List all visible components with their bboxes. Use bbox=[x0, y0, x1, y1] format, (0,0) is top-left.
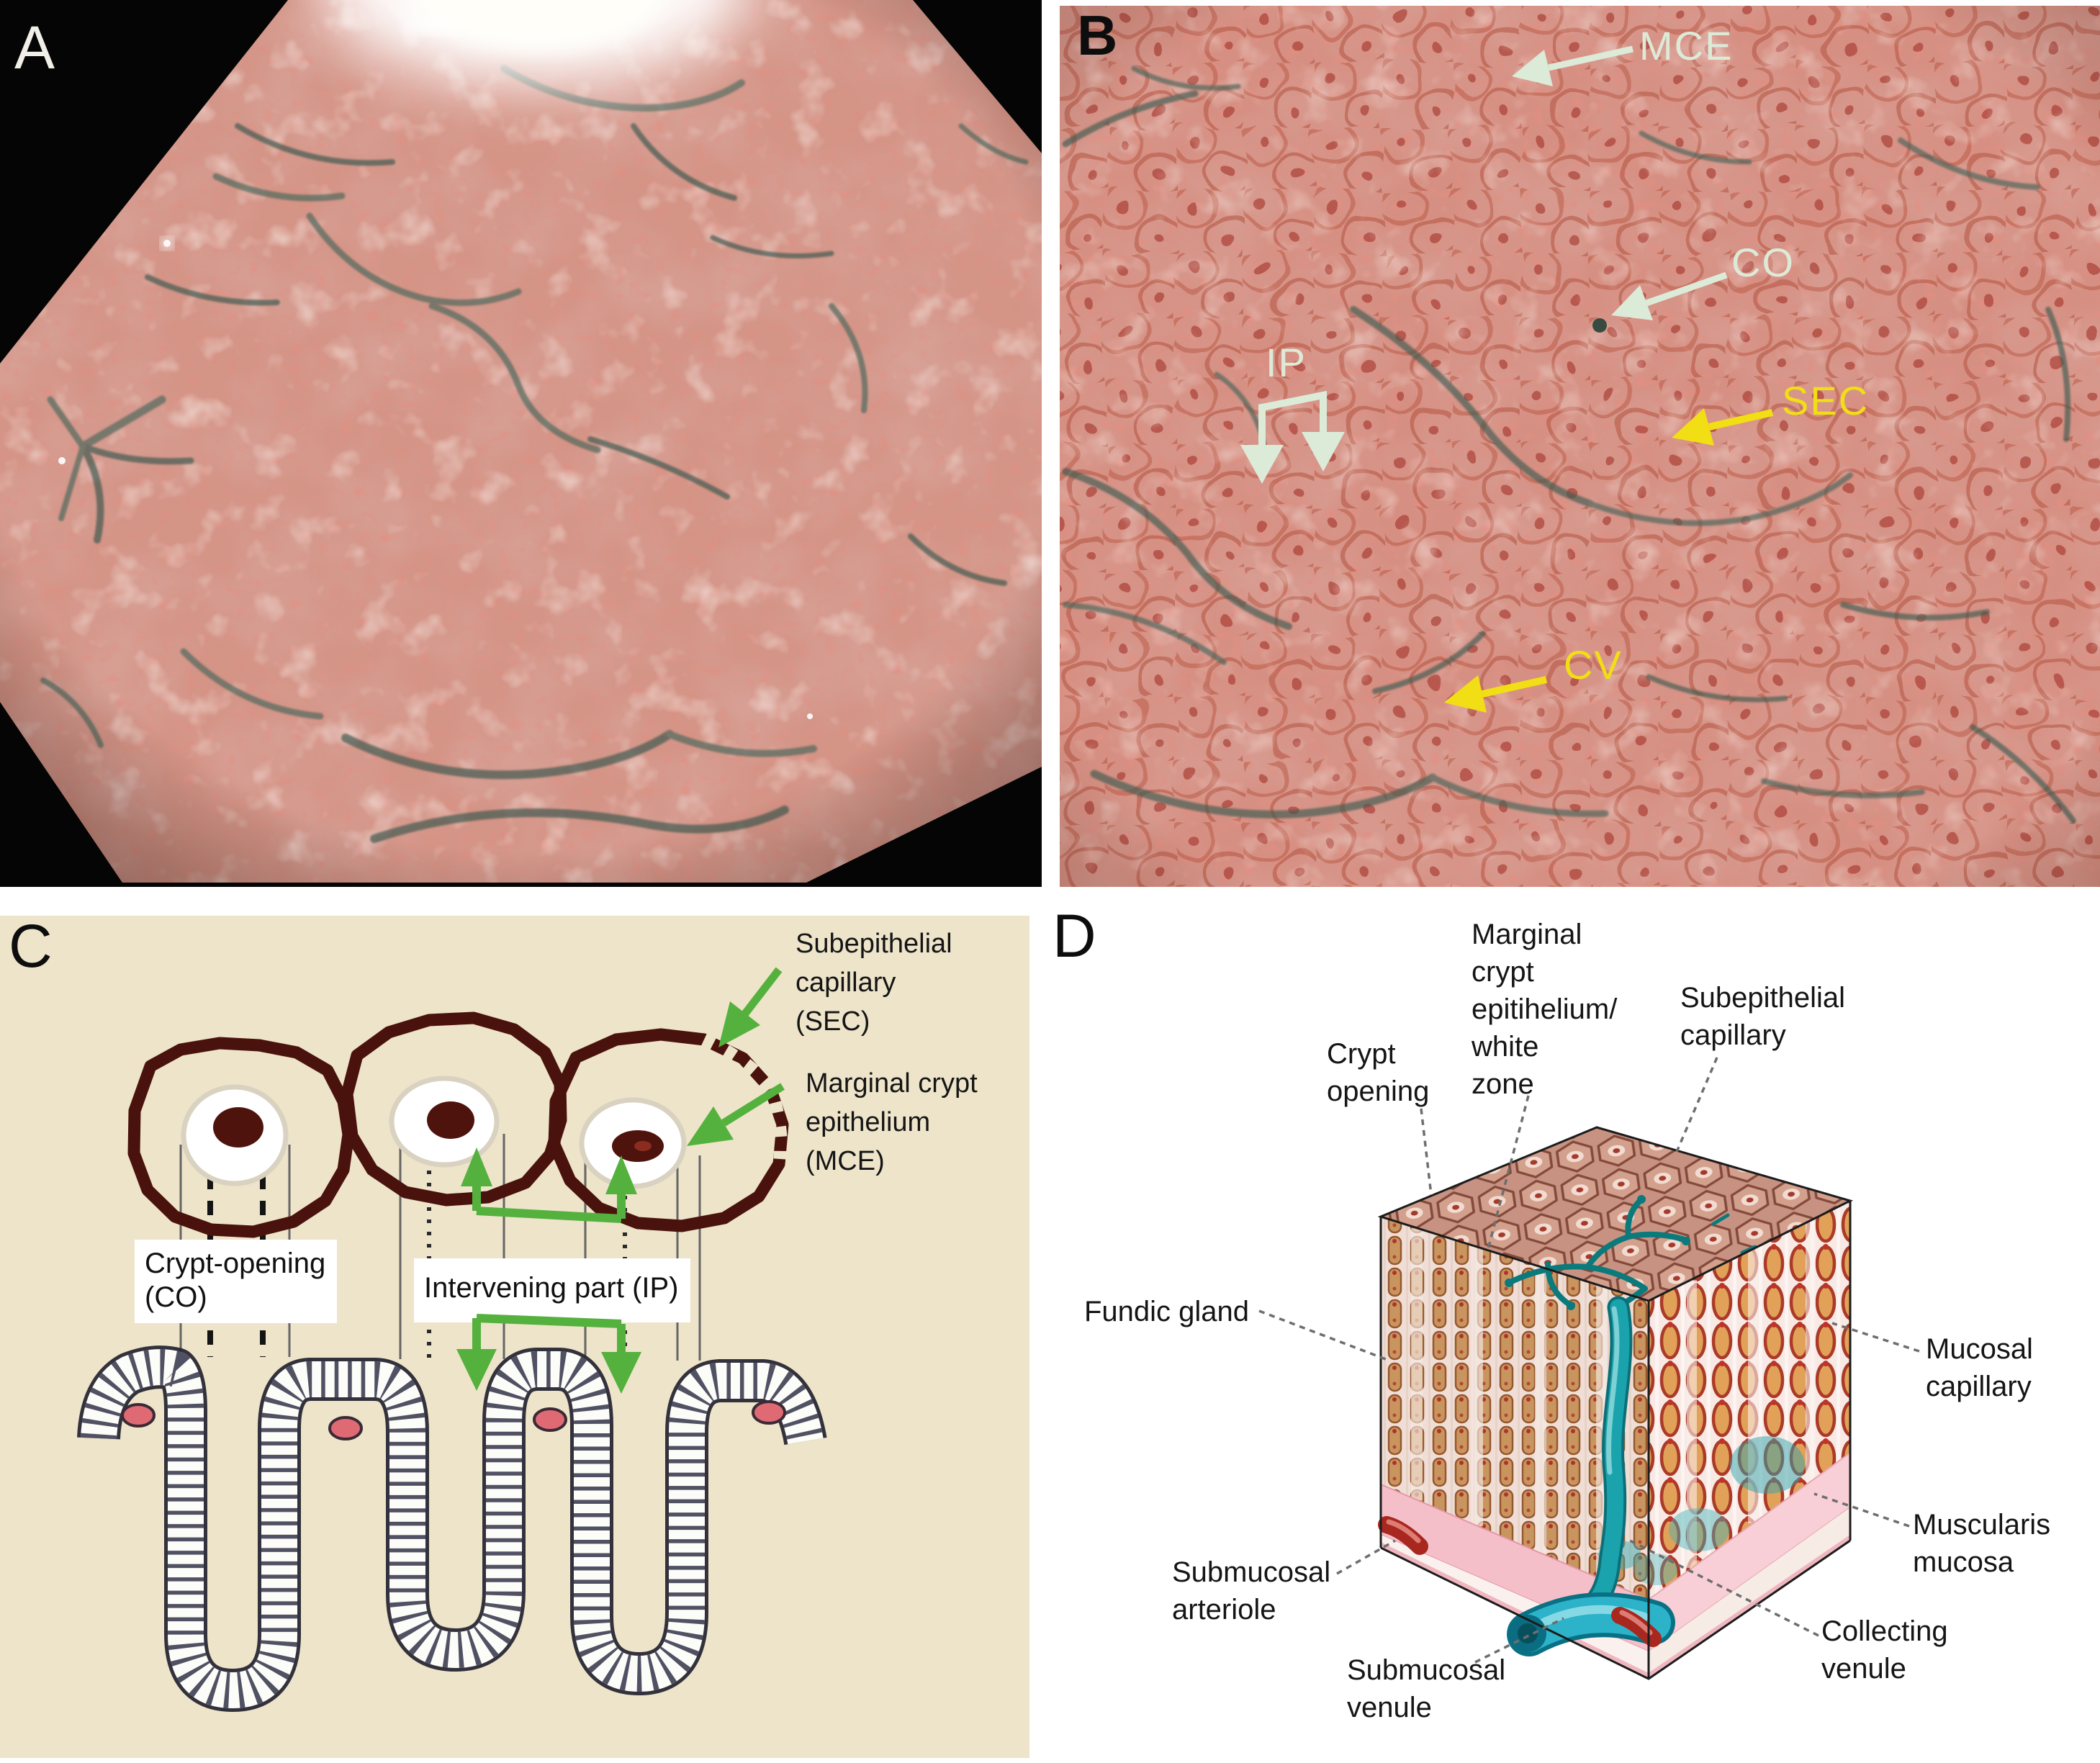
subepithelial-capillary-label: Subepithelial capillary bbox=[1680, 982, 1846, 1051]
crypt-tubes bbox=[77, 1345, 827, 1712]
panel-d-letter: D bbox=[1053, 902, 1096, 970]
submucosal-venule-leader bbox=[1474, 1617, 1564, 1664]
cv-arrow bbox=[1444, 675, 1548, 713]
crypt-openings bbox=[181, 1076, 687, 1189]
panel-a-letter: A bbox=[14, 14, 55, 81]
capillary-dots bbox=[121, 1400, 786, 1440]
panel-a-endoscopic-image bbox=[0, 0, 1042, 887]
subepithelial-leader bbox=[1675, 1057, 1718, 1153]
crypt-opening-leader bbox=[1420, 1108, 1433, 1196]
sec-label: SEC bbox=[1782, 378, 1870, 423]
co-arrow bbox=[1611, 271, 1728, 320]
ip-label: IP bbox=[1266, 340, 1307, 385]
panel-d-block-diagram bbox=[1258, 1057, 1920, 1680]
sec-label: Subepithelial capillary (SEC) bbox=[796, 929, 952, 1037]
white-specks bbox=[58, 237, 813, 719]
crypt-opening-label: Crypt opening bbox=[1327, 1038, 1430, 1107]
cell-outlines bbox=[127, 1011, 789, 1238]
muscularis-mucosa-label: Muscularis mucosa bbox=[1913, 1509, 2051, 1578]
fundic-gland-label: Fundic gland bbox=[1084, 1296, 1250, 1327]
collecting-venule-leader bbox=[1629, 1539, 1819, 1637]
mce-arrow bbox=[1512, 45, 1633, 86]
intervening-part-label-box: Intervening part (IP) bbox=[414, 1258, 690, 1322]
collecting-venule-tube bbox=[1571, 1296, 1633, 1626]
fundic-gland-leader bbox=[1258, 1309, 1390, 1362]
panel-b-letter: B bbox=[1077, 4, 1118, 67]
mce-label: Marginal crypt epithelium (MCE) bbox=[806, 1068, 978, 1176]
sec-arrow bbox=[1672, 408, 1774, 446]
collecting-venule-label: Collecting venule bbox=[1821, 1615, 1948, 1685]
mucosal-capillary-leader bbox=[1831, 1322, 1920, 1353]
mucosal-capillary-label: Mucosal capillary bbox=[1926, 1333, 2033, 1402]
marginal-crypt-label: Marginal crypt epitihelium/ white zone bbox=[1472, 919, 1618, 1100]
co-label: CO bbox=[1731, 240, 1795, 285]
subepithelial-capillary-network bbox=[1509, 1198, 1757, 1309]
block-edges bbox=[1377, 1126, 1854, 1680]
ip-bracket-arrows bbox=[1240, 390, 1345, 484]
cv-label: CV bbox=[1564, 642, 1623, 687]
submucosal-venule-label: Submucosal venule bbox=[1347, 1654, 1506, 1723]
crypt-opening-label-box: Crypt-opening (CO) bbox=[135, 1240, 338, 1323]
light-glare bbox=[320, 0, 752, 86]
panel-b-endoscopic-image bbox=[1060, 6, 2100, 887]
marginal-leader bbox=[1487, 1095, 1530, 1250]
panel-c-crypt-diagram bbox=[0, 916, 1029, 1758]
leader-lines bbox=[1258, 1057, 1920, 1664]
submucosal-arteriole-leader bbox=[1336, 1539, 1396, 1575]
panel-c-letter: C bbox=[9, 912, 53, 980]
submucosal-arteriole-label: Submucosal arteriole bbox=[1172, 1556, 1331, 1626]
deep-venule-patch bbox=[1730, 1436, 1805, 1494]
mce-label: MCE bbox=[1639, 23, 1734, 68]
